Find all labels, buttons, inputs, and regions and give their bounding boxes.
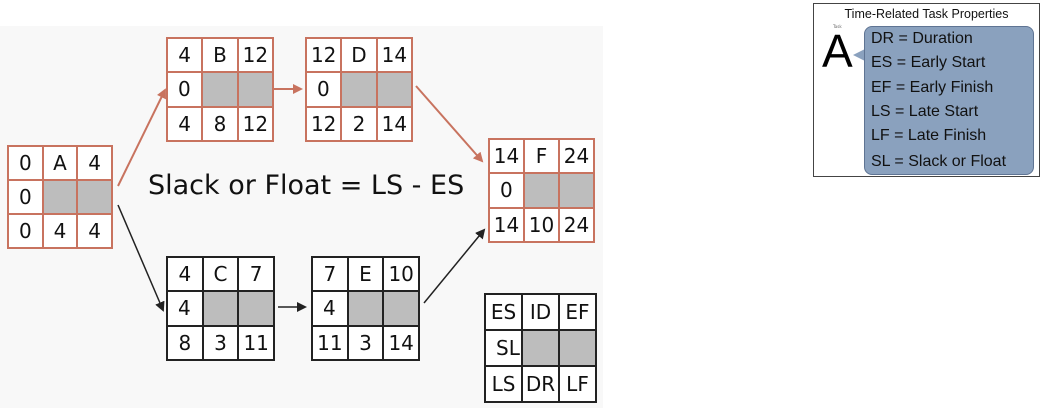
task-node-d: 12 D 14 0 12 2 14 — [305, 37, 413, 142]
task-node-e: 7 E 10 4 11 3 14 — [311, 256, 420, 361]
late-start: 14 — [488, 206, 523, 241]
shaded-cell — [201, 71, 237, 106]
task-node-b: 4 B 12 0 4 8 12 — [166, 37, 274, 142]
definition-ls: LS = Late Start — [871, 103, 979, 120]
definition-es: ES = Early Start — [871, 54, 986, 71]
early-finish: 4 — [76, 145, 111, 179]
late-start: 11 — [311, 324, 347, 359]
definition-lf: LF = Late Finish — [871, 127, 987, 144]
task-node-a: 0 A 4 0 0 4 4 — [7, 145, 113, 249]
duration: 10 — [523, 206, 558, 241]
shaded-cell — [558, 329, 595, 365]
early-start: 12 — [305, 37, 341, 72]
shaded-cell — [237, 290, 273, 325]
shaded-cell — [346, 290, 383, 325]
task-node-f: 14 F 24 0 14 10 24 — [488, 138, 595, 243]
early-finish: 14 — [375, 37, 411, 72]
duration: 4 — [41, 213, 77, 247]
early-finish: 12 — [236, 37, 272, 72]
callout-tail — [853, 49, 865, 61]
early-finish: 24 — [558, 138, 593, 173]
shaded-cell — [375, 71, 411, 106]
late-start: 12 — [305, 105, 341, 140]
key-dr: DR — [521, 365, 558, 401]
shaded-cell — [201, 290, 238, 325]
shaded-cell — [523, 172, 558, 207]
shaded-cell — [340, 71, 376, 106]
shaded-cell — [76, 179, 111, 213]
key-lf: LF — [558, 365, 595, 401]
legend-tiny-label: Task — [833, 24, 842, 29]
definition-ef: EF = Early Finish — [871, 79, 994, 96]
slack: 4 — [166, 290, 202, 325]
legend-panel: Time-Related Task Properties A Task DR =… — [813, 3, 1040, 177]
late-finish: 24 — [558, 206, 593, 241]
early-finish: 7 — [237, 256, 273, 291]
legend-task-letter: A — [822, 25, 853, 77]
late-finish: 14 — [375, 105, 411, 140]
key-es: ES — [484, 293, 521, 329]
early-start: 4 — [166, 37, 202, 72]
late-finish: 11 — [237, 324, 273, 359]
duration: 8 — [201, 105, 237, 140]
duration: 3 — [201, 324, 238, 359]
slack: 4 — [311, 290, 347, 325]
slack: 0 — [488, 172, 523, 207]
task-id: D — [340, 37, 376, 72]
late-finish: 12 — [236, 105, 272, 140]
early-finish: 10 — [382, 256, 418, 291]
late-finish: 4 — [76, 213, 111, 247]
shaded-cell — [41, 179, 77, 213]
late-start: 0 — [7, 213, 42, 247]
early-start: 4 — [166, 256, 202, 291]
key-sl: SL — [484, 329, 521, 365]
slack-formula: Slack or Float = LS - ES — [148, 170, 465, 201]
task-id: C — [201, 256, 238, 291]
shaded-cell — [521, 329, 558, 365]
slack: 0 — [166, 71, 202, 106]
shaded-cell — [558, 172, 593, 207]
definitions-callout: DR = Duration ES = Early Start EF = Earl… — [864, 26, 1034, 175]
key-ef: EF — [558, 293, 595, 329]
shaded-cell — [382, 290, 418, 325]
key-id: ID — [521, 293, 558, 329]
key-ls: LS — [484, 365, 521, 401]
late-start: 4 — [166, 105, 202, 140]
duration: 2 — [340, 105, 376, 140]
slack: 0 — [7, 179, 42, 213]
early-start: 0 — [7, 145, 42, 179]
definition-sl: SL = Slack or Float — [871, 153, 1007, 170]
early-start: 14 — [488, 138, 523, 173]
task-id: B — [201, 37, 237, 72]
early-start: 7 — [311, 256, 347, 291]
legend-title: Time-Related Task Properties — [844, 7, 1009, 21]
task-node-c: 4 C 7 4 8 3 11 — [166, 256, 275, 361]
late-finish: 14 — [382, 324, 418, 359]
task-id: A — [41, 145, 77, 179]
task-id: F — [523, 138, 558, 173]
shaded-cell — [236, 71, 272, 106]
slack: 0 — [305, 71, 341, 106]
duration: 3 — [346, 324, 383, 359]
late-start: 8 — [166, 324, 202, 359]
task-id: E — [346, 256, 383, 291]
node-key: ES ID EF SL LS DR LF — [484, 293, 597, 403]
definition-dr: DR = Duration — [871, 30, 973, 47]
